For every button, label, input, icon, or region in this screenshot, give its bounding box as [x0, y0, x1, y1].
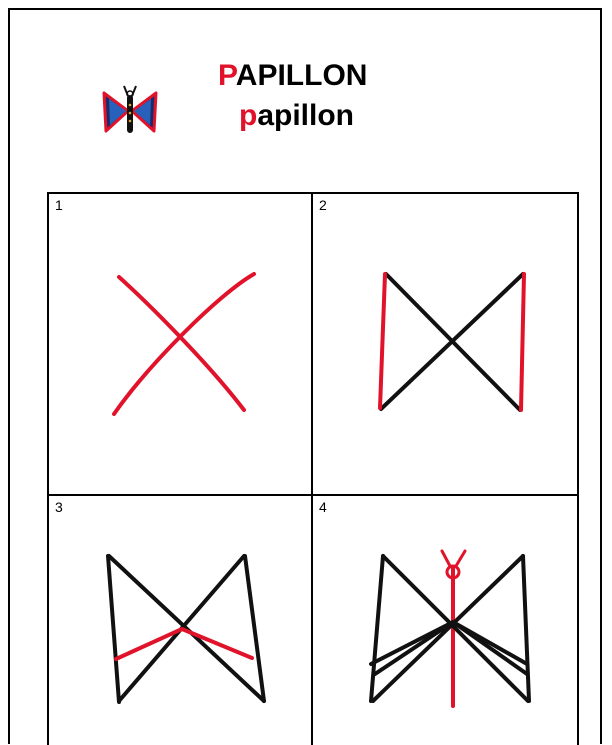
step-3-drawing: [49, 496, 311, 745]
step-1-drawing: [49, 194, 311, 494]
step-3-cell: 3: [49, 496, 313, 745]
step-2-drawing: [313, 194, 577, 494]
step-4-cell: 4: [313, 496, 579, 745]
title-uppercase-rest: APILLON: [236, 59, 368, 92]
title-lowercase-initial: p: [239, 99, 257, 132]
steps-grid: 1 2 3: [47, 192, 579, 745]
header: PAPILLON papillon: [100, 48, 500, 148]
butterfly-icon: [100, 81, 160, 141]
step-1-cell: 1: [49, 194, 313, 496]
title-uppercase-initial: P: [218, 59, 236, 92]
title-lowercase: papillon: [239, 101, 354, 131]
title-uppercase: PAPILLON: [218, 61, 367, 91]
step-2-cell: 2: [313, 194, 579, 496]
step-4-drawing: [313, 496, 577, 745]
title-lowercase-rest: apillon: [257, 99, 354, 132]
